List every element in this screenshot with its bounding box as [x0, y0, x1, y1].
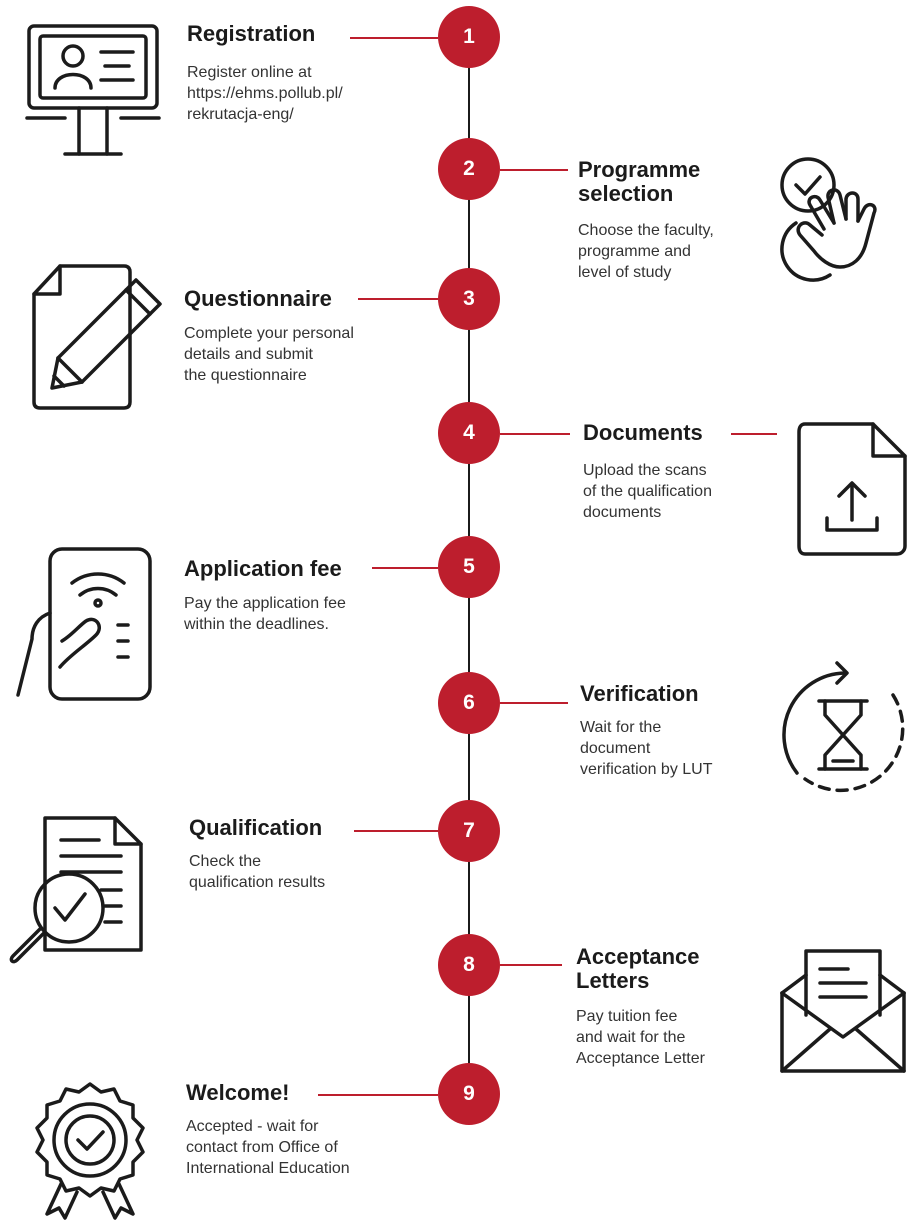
step-8-description: Pay tuition fee and wait for the Accepta… [576, 1008, 705, 1067]
step-1-description: Register online at https://ehms.pollub.p… [187, 64, 343, 123]
step-8-connector [500, 964, 562, 966]
step-5-number: 5 [438, 536, 500, 598]
step-2-number: 2 [438, 138, 500, 200]
step-7-description: Check the qualification results [189, 853, 326, 891]
step-7-number: 7 [438, 800, 500, 862]
step-6-connector [500, 702, 568, 704]
step-7-connector [354, 830, 438, 832]
step-4-title: Documents [583, 420, 703, 445]
step-3-description: Complete your personal details and submi… [184, 325, 354, 384]
document-pencil-icon [30, 262, 170, 417]
step-4-description: Upload the scans of the qualification do… [583, 462, 712, 521]
step-9-title: Welcome! [186, 1080, 290, 1105]
step-6-title: Verification [580, 681, 699, 706]
document-magnifier-check-icon [5, 810, 155, 970]
step-3-connector [358, 298, 438, 300]
step-6-number: 6 [438, 672, 500, 734]
step-1-connector [350, 37, 438, 39]
hand-tap-check-icon [770, 155, 910, 295]
step-9-number: 9 [438, 1063, 500, 1125]
step-2-description: Choose the faculty, programme and level … [578, 222, 714, 281]
step-9-description: Accepted - wait for contact from Office … [186, 1118, 350, 1177]
step-4-title-rule [731, 433, 777, 435]
step-8-title: Acceptance Letters [576, 944, 700, 993]
award-badge-check-icon [25, 1078, 155, 1220]
step-5-connector [372, 567, 438, 569]
step-3-number: 3 [438, 268, 500, 330]
monitor-profile-icon [25, 22, 165, 162]
step-9-connector [318, 1094, 438, 1096]
step-7-title: Qualification [189, 815, 323, 840]
step-5-title: Application fee [184, 556, 342, 581]
step-5-description: Pay the application fee within the deadl… [184, 595, 346, 633]
contactless-payment-icon [14, 545, 154, 705]
file-upload-icon [795, 420, 910, 558]
step-4-connector [500, 433, 570, 435]
step-6-description: Wait for the document verification by LU… [580, 719, 713, 778]
step-4-number: 4 [438, 402, 500, 464]
step-1-number: 1 [438, 6, 500, 68]
step-2-connector [500, 169, 568, 171]
hourglass-cycle-icon [775, 655, 913, 795]
step-3-title: Questionnaire [184, 286, 332, 311]
step-8-number: 8 [438, 934, 500, 996]
step-1-title: Registration [187, 21, 316, 46]
step-2-title: Programme selection [578, 157, 701, 206]
envelope-letter-icon [778, 945, 908, 1075]
